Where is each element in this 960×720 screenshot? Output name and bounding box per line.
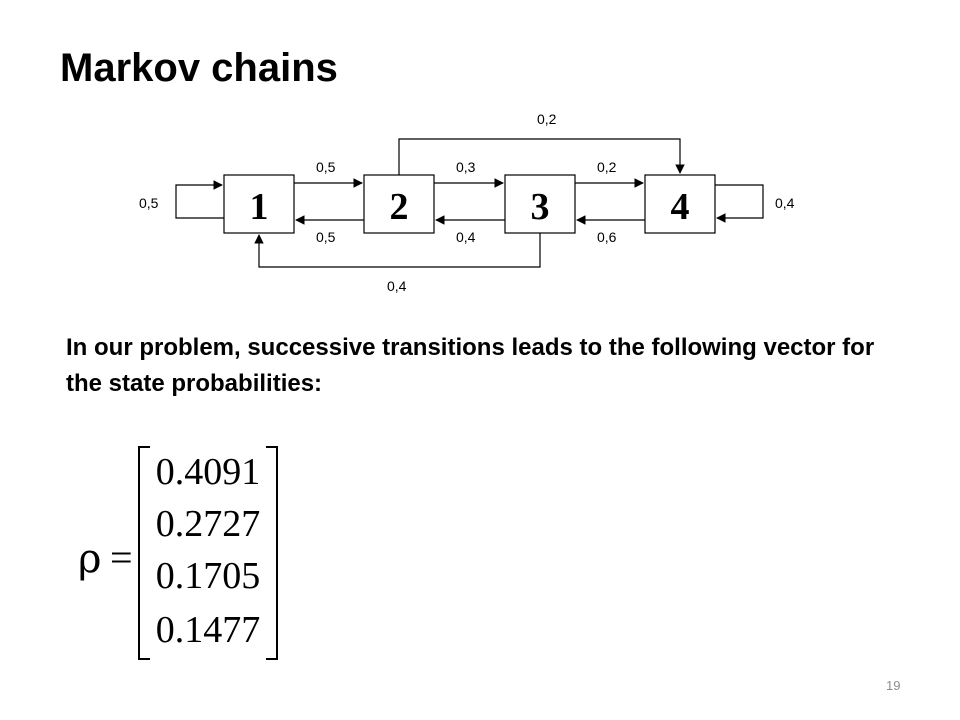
vector-entry-4: 0.1477 bbox=[155, 609, 261, 651]
slide-title: Markov chains bbox=[60, 46, 338, 90]
edge-label-3-4: 0,2 bbox=[597, 159, 617, 175]
rho-symbol: ρ bbox=[78, 536, 102, 582]
edge-label-2-1: 0,5 bbox=[316, 229, 336, 245]
state-label-1: 1 bbox=[250, 186, 269, 228]
state-label-3: 3 bbox=[531, 186, 550, 228]
vector-entry-2: 0.2727 bbox=[155, 503, 261, 545]
edge-label-2-3: 0,3 bbox=[456, 159, 476, 175]
probability-vector: 0.4091 0.2727 0.1705 0.1477 bbox=[138, 446, 278, 660]
edge-3-2: 0,4 bbox=[435, 215, 505, 245]
edge-2-3: 0,3 bbox=[434, 159, 504, 188]
edge-label-3-1: 0,4 bbox=[387, 278, 407, 294]
state-label-4: 4 bbox=[671, 186, 690, 228]
edge-1-1: 0,5 bbox=[139, 180, 224, 219]
edge-label-1-1: 0,5 bbox=[139, 195, 159, 211]
edge-label-4-4: 0,4 bbox=[775, 195, 795, 211]
page-number: 19 bbox=[886, 678, 901, 693]
state-node-4: 4 bbox=[644, 174, 716, 234]
state-probability-equation: ρ = 0.4091 0.2727 0.1705 0.1477 bbox=[70, 440, 290, 670]
edge-label-4-3: 0,6 bbox=[597, 229, 617, 245]
edge-4-3: 0,6 bbox=[576, 215, 645, 245]
state-label-2: 2 bbox=[390, 186, 409, 228]
markov-chain-diagram: 1 2 3 4 0,5 0,5 0,5 0,3 0,2 0,4 0,2 bbox=[139, 111, 795, 294]
edge-3-4: 0,2 bbox=[575, 159, 644, 188]
edge-3-1: 0,4 bbox=[254, 233, 541, 294]
edge-label-1-2: 0,5 bbox=[316, 159, 336, 175]
edge-2-1: 0,5 bbox=[295, 215, 364, 245]
edge-label-2-4: 0,2 bbox=[537, 111, 557, 127]
edge-1-2: 0,5 bbox=[294, 159, 363, 188]
edge-label-3-2: 0,4 bbox=[456, 229, 476, 245]
vector-entry-1: 0.4091 bbox=[155, 451, 261, 493]
edge-4-4: 0,4 bbox=[715, 184, 795, 223]
state-node-3: 3 bbox=[504, 174, 576, 234]
state-node-2: 2 bbox=[363, 174, 435, 234]
edge-2-4: 0,2 bbox=[398, 111, 685, 175]
vector-entry-3: 0.1705 bbox=[155, 555, 261, 597]
state-node-1: 1 bbox=[223, 174, 295, 234]
equals-sign: = bbox=[110, 535, 133, 580]
body-text: In our problem, successive transitions l… bbox=[66, 334, 875, 397]
